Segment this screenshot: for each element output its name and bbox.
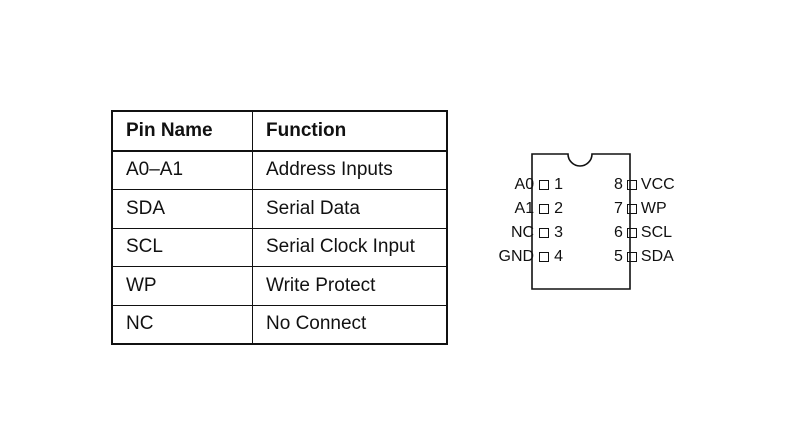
pin-label: NC [510, 224, 535, 241]
pin-label: SCL [640, 224, 673, 241]
function-cell: Serial Data [252, 189, 448, 229]
chip-body [531, 153, 631, 290]
pin-7-row: 7 WP [614, 199, 667, 219]
table-row: A0–A1 Address Inputs [111, 150, 448, 190]
function-cell: No Connect [252, 304, 448, 345]
pin-pad-icon [539, 180, 550, 190]
pin-pad-icon [626, 204, 637, 214]
pin-name-cell: NC [111, 304, 253, 345]
pin-number: 7 [614, 200, 623, 217]
function-cell: Address Inputs [252, 150, 448, 190]
table-row: WP Write Protect [111, 266, 448, 306]
pin-pad-icon [626, 228, 637, 238]
pin-pad-icon [626, 180, 637, 190]
pin-number: 6 [614, 224, 623, 241]
pin-5-row: 5 SDA [614, 247, 674, 267]
package-pinout-diagram: A0 1 A1 2 NC 3 GND 4 8 VCC 7 WP 6 SCL 5 SDA [470, 150, 710, 295]
pin-label: WP [640, 200, 667, 217]
pin-number: 1 [554, 176, 563, 193]
pin-8-row: 8 VCC [614, 175, 675, 195]
pin-name-cell: SCL [111, 227, 253, 267]
pin-number: 3 [554, 224, 563, 241]
pin-name-cell: SDA [111, 189, 253, 229]
pin-2-row: A1 2 [515, 199, 563, 219]
pin-pad-icon [626, 252, 637, 262]
pin-name-cell: WP [111, 266, 253, 306]
chip-body-outline [531, 153, 631, 290]
pin-pad-icon [539, 204, 550, 214]
pin-1-row: A0 1 [515, 175, 563, 195]
pin-label: A1 [514, 200, 535, 217]
pin-pad-icon [539, 228, 550, 238]
pin-number: 2 [554, 200, 563, 217]
pin-4-row: GND 4 [499, 247, 563, 267]
pin-name-cell: A0–A1 [111, 150, 253, 190]
function-header: Function [252, 110, 448, 152]
pin-name-header: Pin Name [111, 110, 253, 152]
pin-6-row: 6 SCL [614, 223, 672, 243]
pin-label: VCC [640, 176, 675, 193]
table-header-row: Pin Name Function [111, 110, 448, 152]
pin-function-table: Pin Name Function A0–A1 Address Inputs S… [111, 110, 448, 345]
table-row: NC No Connect [111, 304, 448, 345]
function-cell: Write Protect [252, 266, 448, 306]
pin-label: A0 [514, 176, 535, 193]
pin-pad-icon [539, 252, 550, 262]
table-row: SDA Serial Data [111, 189, 448, 229]
pin-label: GND [498, 248, 535, 265]
pin-number: 4 [554, 248, 563, 265]
pin-3-row: NC 3 [511, 223, 563, 243]
pin-label: SDA [640, 248, 674, 265]
function-cell: Serial Clock Input [252, 227, 448, 267]
table-row: SCL Serial Clock Input [111, 227, 448, 267]
pin-number: 8 [614, 176, 623, 193]
pin-number: 5 [614, 248, 623, 265]
